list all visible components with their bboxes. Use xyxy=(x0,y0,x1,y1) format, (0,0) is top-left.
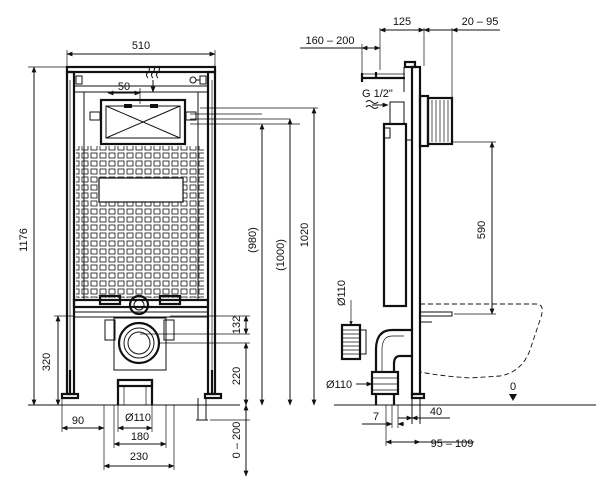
dim-pipe-diam: Ø110 xyxy=(117,405,153,432)
zero-mark: 0 xyxy=(509,381,517,401)
dim-side-20-95: 20 – 95 xyxy=(423,16,500,98)
label-side-590: 590 xyxy=(476,221,488,239)
label-floor-adjust: 0 – 200 xyxy=(231,422,243,459)
dim-width-total: 510 xyxy=(66,40,216,66)
side-water-inlet-icon xyxy=(365,100,389,109)
dim-side-590: 590 xyxy=(452,141,496,315)
label-side-7: 7 xyxy=(373,411,379,423)
side-drain-pipes xyxy=(340,323,412,405)
label-side-160-200: 160 – 200 xyxy=(306,35,355,47)
dim-side-95-109: 95 – 109 xyxy=(385,405,474,450)
label-side-95-109: 95 – 109 xyxy=(431,438,474,450)
wall-anchor xyxy=(418,94,454,148)
front-view: 510 50 1176 320 (980) xyxy=(18,40,318,477)
dim-width-180: 180 xyxy=(113,405,167,448)
dim-height-1020: 1020 xyxy=(299,107,317,406)
dim-side-160-200: 160 – 200 xyxy=(300,35,381,74)
label-width-180: 180 xyxy=(131,431,149,443)
flush-plate-opening xyxy=(86,96,197,146)
label-width-230: 230 xyxy=(130,451,148,463)
label-foot-90: 90 xyxy=(72,415,84,427)
dim-side-40: 40 xyxy=(398,406,450,421)
label-height-980: (980) xyxy=(247,227,259,253)
dim-side-pipe-top: Ø110 xyxy=(336,280,353,326)
cistern-inner-panel xyxy=(98,177,184,203)
label-drain-220: 220 xyxy=(231,367,243,385)
dim-height-980: (980) xyxy=(247,123,265,406)
dim-height-total: 1176 xyxy=(18,66,66,406)
label-height-total: 1176 xyxy=(18,228,30,252)
label-flush-offset: 50 xyxy=(118,81,130,93)
dim-width-230: 230 xyxy=(103,405,175,470)
cistern-grid xyxy=(76,146,204,298)
dim-drain-220: 220 xyxy=(160,342,250,406)
dim-height-1000: (1000) xyxy=(275,118,293,406)
label-pipe-diam: Ø110 xyxy=(125,412,151,424)
label-side-pipe-top: Ø110 xyxy=(336,280,348,306)
label-width-total: 510 xyxy=(132,40,150,52)
label-side-125: 125 xyxy=(393,16,411,28)
dim-floor-adjust: 0 – 200 xyxy=(210,404,250,477)
label-side-pipe-bottom: Ø110 xyxy=(326,379,352,391)
dim-side-7: 7 xyxy=(362,405,404,428)
label-bottom-320: 320 xyxy=(41,353,53,371)
dim-bottom-320: 320 xyxy=(41,315,74,406)
side-frame xyxy=(382,60,426,424)
label-side-40: 40 xyxy=(430,406,442,418)
wc-bowl xyxy=(419,303,543,379)
supply-pipe xyxy=(360,72,405,82)
label-zero-mark: 0 xyxy=(510,381,516,393)
label-height-1000: (1000) xyxy=(275,239,287,271)
label-height-1020: 1020 xyxy=(299,223,311,247)
drain-connection xyxy=(98,294,182,405)
label-thread: G 1/2" xyxy=(362,88,393,100)
water-inlet-icon xyxy=(146,65,200,93)
dim-side-pipe-bottom: Ø110 xyxy=(326,379,373,391)
label-drain-132: 132 xyxy=(231,316,243,334)
dim-drain-132: 132 xyxy=(231,315,249,335)
dim-foot-90: 90 xyxy=(61,398,105,470)
label-side-20-95: 20 – 95 xyxy=(462,16,499,28)
dim-side-125: 125 xyxy=(379,16,425,70)
side-view: G 1/2" 125 20 – 95 160 xyxy=(300,16,596,450)
dim-flush-offset: 50 xyxy=(107,81,141,104)
